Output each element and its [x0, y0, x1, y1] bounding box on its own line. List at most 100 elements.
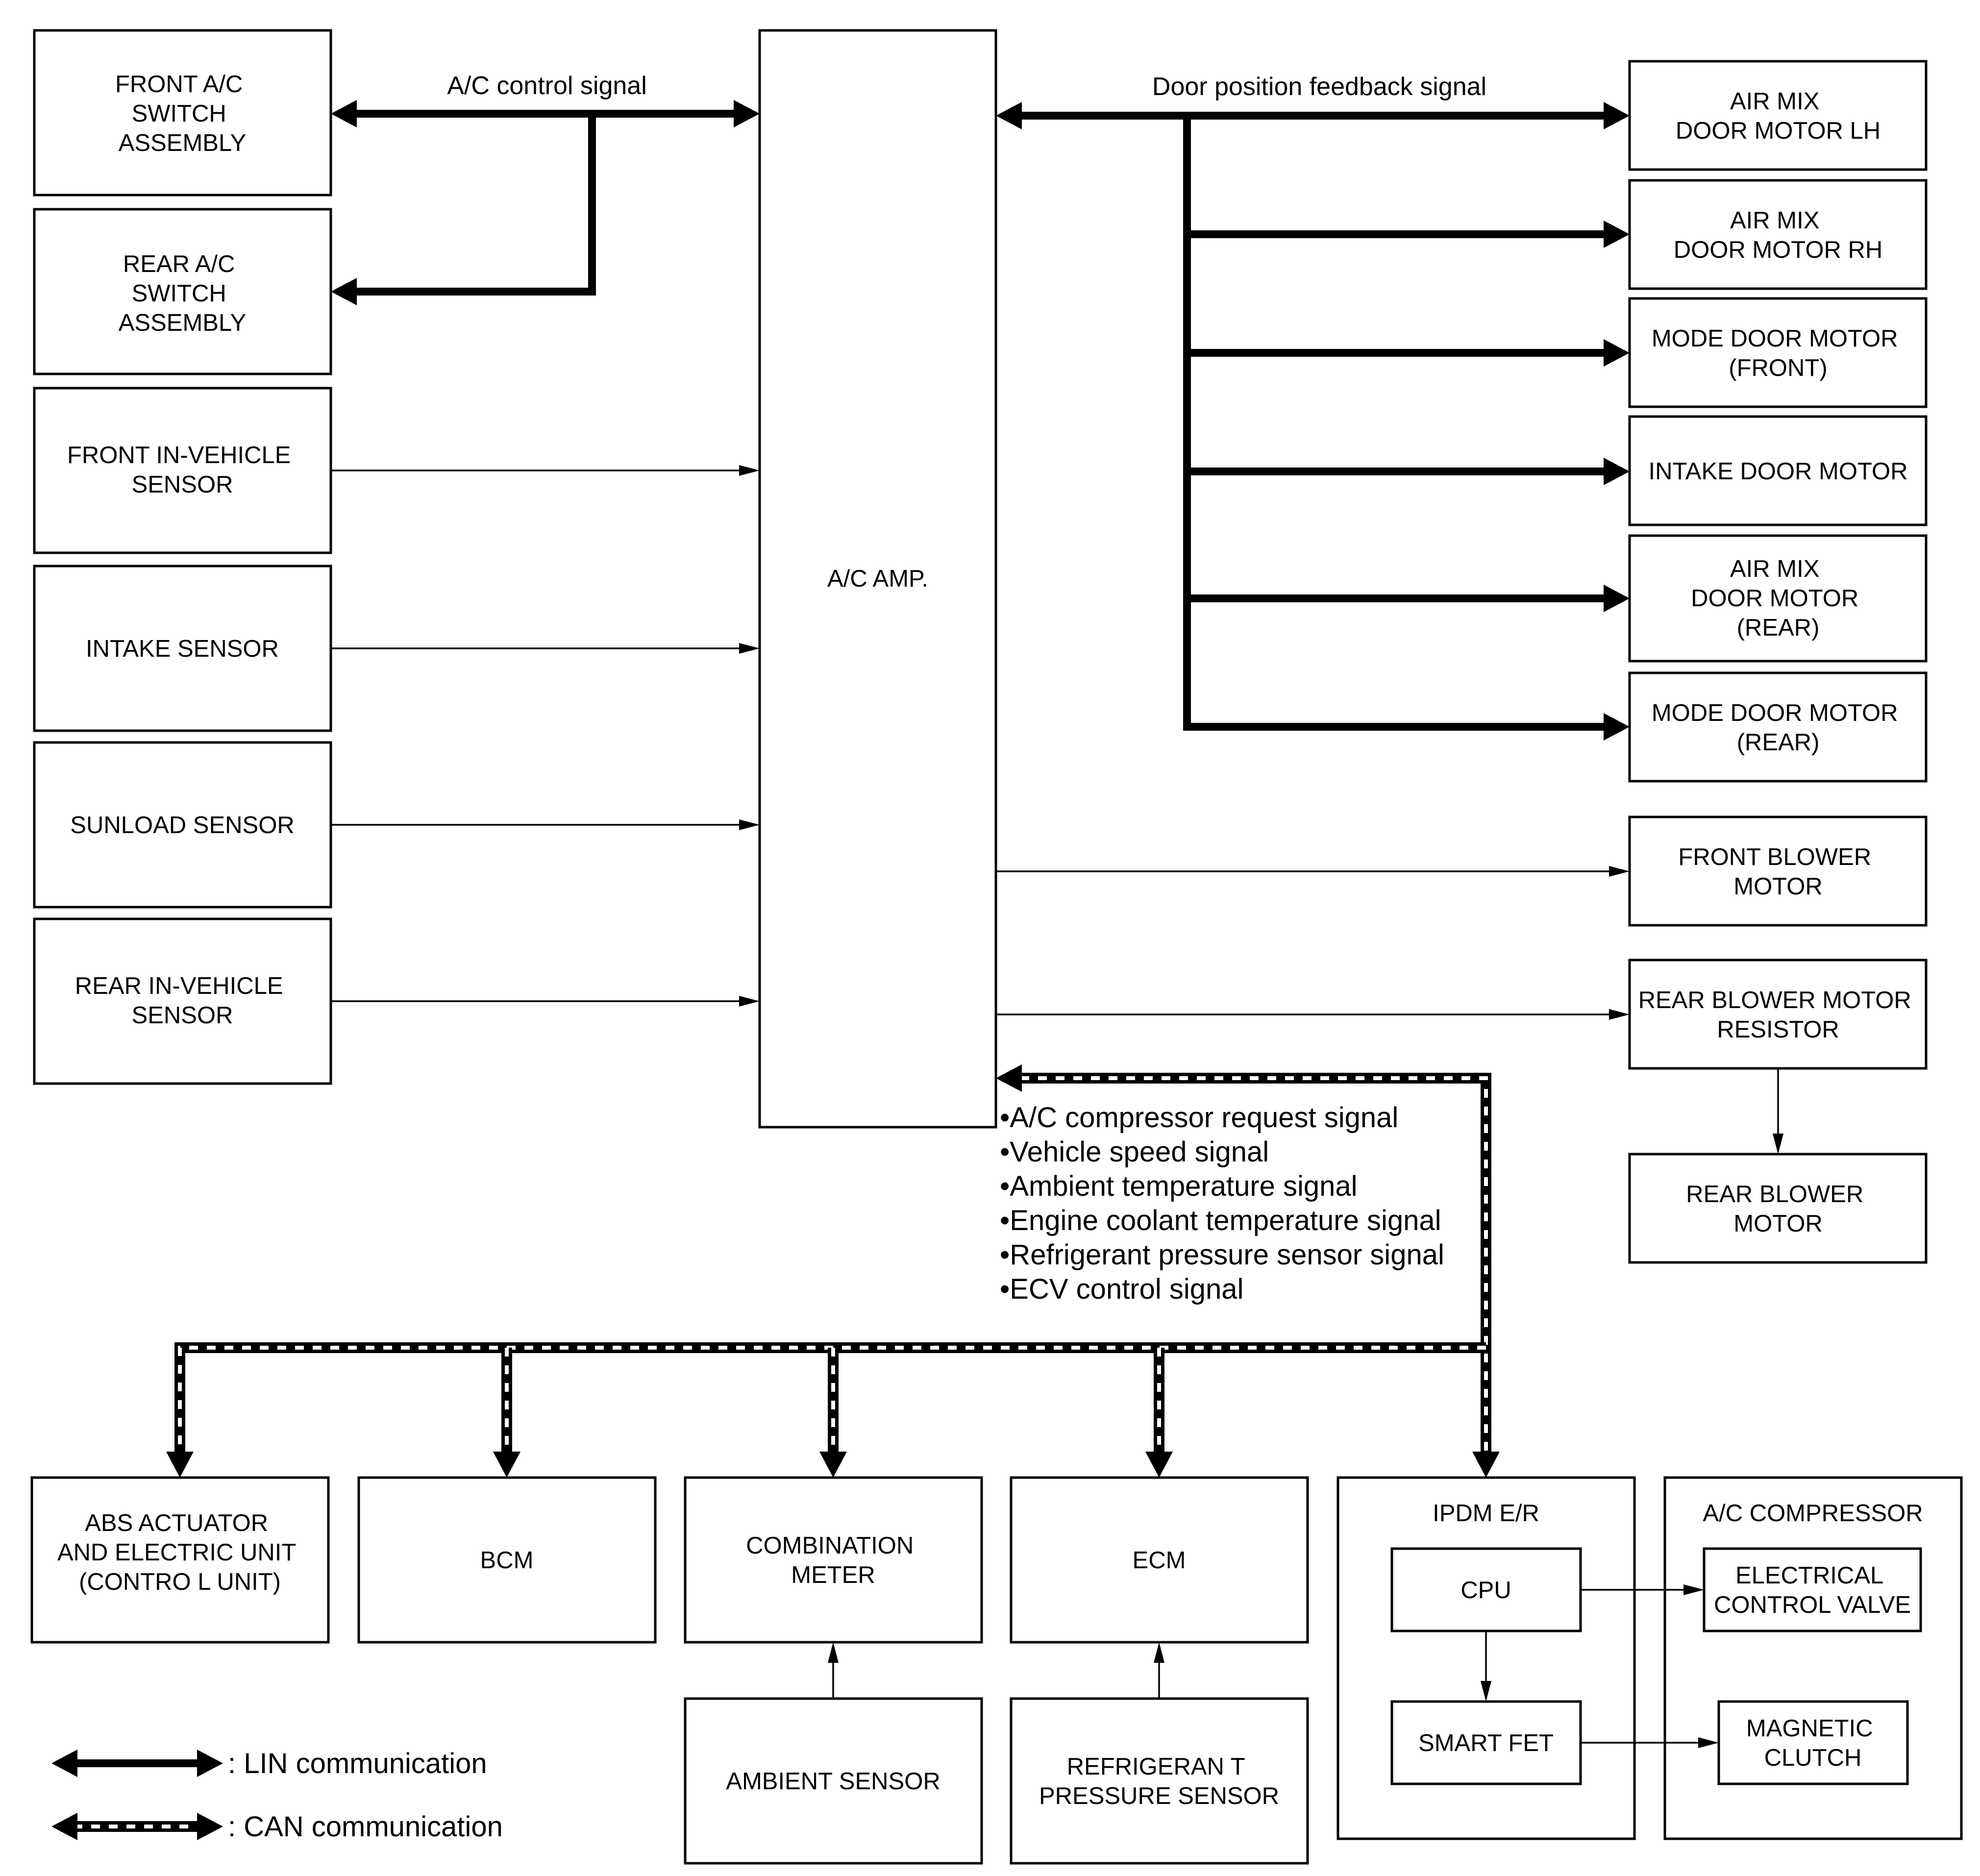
arrow-head [1683, 1584, 1704, 1595]
can-signal-item: •A/C compressor request signal [1000, 1102, 1398, 1134]
arrow-head [1472, 1452, 1500, 1478]
combination-meter-label: COMBINATION METER [746, 1532, 920, 1588]
front-ac-switch-label: FRONT A/C SWITCH ASSEMBLY [115, 71, 249, 156]
box-labels: FRONT A/C SWITCH ASSEMBLY REAR A/C SWITC… [57, 71, 1923, 1809]
arrow-head [1145, 1452, 1173, 1478]
lin-connections [331, 100, 1630, 741]
arrow-head [1154, 1642, 1164, 1663]
arrow-head [1773, 1134, 1783, 1154]
sunload-sensor-label: SUNLOAD SENSOR [70, 812, 294, 839]
arrow-head [996, 1064, 1022, 1092]
air-mix-door-motor-rear-box [1628, 534, 1928, 663]
boxes-layer [30, 29, 1963, 1865]
legend: : LIN communication : CAN communication [51, 1748, 503, 1843]
arrow-head [819, 1452, 847, 1478]
rear-blower-motor-box [1628, 1153, 1928, 1264]
ambient-sensor-box [684, 1697, 983, 1865]
arrow-head [1604, 713, 1630, 741]
bcm-label: BCM [480, 1547, 534, 1574]
smart-fet-box [1390, 1700, 1582, 1785]
arrow-head [197, 1813, 223, 1840]
arrow-head [197, 1750, 223, 1777]
can-signal-item: •Refrigerant pressure sensor signal [1000, 1239, 1444, 1271]
rear-blower-motor-resistor-label: REAR BLOWER MOTOR RESISTOR [1638, 987, 1918, 1043]
arrow-head [1698, 1737, 1719, 1748]
can-signal-item: •ECV control signal [1000, 1273, 1243, 1305]
intake-sensor-label: INTAKE SENSOR [86, 636, 279, 662]
combination-meter-box [684, 1476, 983, 1644]
bcm-box [357, 1476, 657, 1644]
arrow-head [739, 643, 760, 654]
air-mix-door-motor-rh-box [1628, 179, 1928, 290]
ecm-label: ECM [1133, 1547, 1186, 1574]
can-signal-list: •A/C compressor request signal •Vehicle … [1000, 1102, 1452, 1305]
refrigerant-pressure-sensor-label: REFRIGERAN T PRESSURE SENSOR [1039, 1753, 1279, 1809]
legend-lin-label: : LIN communication [228, 1748, 487, 1779]
arrow-head [1604, 102, 1630, 129]
ecm-box [1010, 1476, 1309, 1644]
smart-fet-label: SMART FET [1418, 1730, 1554, 1756]
can-signal-item: •Vehicle speed signal [1000, 1136, 1269, 1168]
arrow-head [996, 102, 1022, 129]
front-in-vehicle-sensor-label: FRONT IN-VEHICLE SENSOR [67, 442, 297, 498]
arrow-head [739, 819, 760, 830]
arrow-head [1604, 585, 1630, 612]
abs-actuator-box [30, 1476, 330, 1644]
rear-in-vehicle-sensor-box [33, 917, 332, 1085]
arrow-head [1609, 1009, 1630, 1020]
front-in-vehicle-sensor-box [33, 387, 332, 554]
rear-blower-motor-label: REAR BLOWER MOTOR [1686, 1181, 1870, 1237]
front-blower-motor-box [1628, 815, 1928, 927]
intake-door-motor-box [1628, 415, 1928, 526]
magnetic-clutch-box [1717, 1700, 1909, 1785]
ambient-sensor-label: AMBIENT SENSOR [726, 1768, 940, 1795]
electrical-control-valve-label: ELECTRICAL CONTROL VALVE [1714, 1562, 1911, 1618]
refrigerant-pressure-sensor-box [1010, 1697, 1309, 1865]
arrow-head [331, 100, 357, 127]
arrow-head [166, 1452, 194, 1478]
air-mix-door-motor-rh-label: AIR MIX DOOR MOTOR RH [1674, 207, 1882, 263]
front-blower-motor-label: FRONT BLOWER MOTOR [1678, 844, 1878, 900]
arrow-head [1604, 339, 1630, 367]
arrow-head [1609, 866, 1630, 877]
mode-door-motor-rear-box [1628, 671, 1928, 783]
lin-rear-switch-branch [353, 114, 596, 296]
thin-connections [331, 465, 1783, 1748]
ipdm-er-label: IPDM E/R [1433, 1500, 1539, 1527]
rear-ac-switch-assembly-box [33, 208, 332, 375]
arrow-head [739, 996, 760, 1007]
air-mix-door-motor-rear-label: AIR MIX DOOR MOTOR (REAR) [1691, 556, 1865, 641]
rear-in-vehicle-sensor-label: REAR IN-VEHICLE SENSOR [75, 973, 290, 1029]
cpu-label: CPU [1460, 1577, 1511, 1604]
can-connections [166, 1064, 1500, 1478]
arrow-head [1481, 1681, 1491, 1702]
mode-door-motor-front-box [1628, 297, 1928, 408]
air-mix-door-motor-lh-box [1628, 60, 1928, 171]
ac-amp-box [758, 29, 997, 1129]
arrow-head [493, 1452, 520, 1478]
intake-sensor-box [33, 565, 332, 732]
air-mix-door-motor-lh-label: AIR MIX DOOR MOTOR LH [1676, 88, 1881, 144]
ac-amp-label: A/C AMP. [827, 566, 928, 592]
mode-door-motor-front-label: MODE DOOR MOTOR (FRONT) [1652, 325, 1905, 381]
rear-ac-switch-label: REAR A/C SWITCH ASSEMBLY [119, 251, 247, 336]
legend-can-label: : CAN communication [228, 1811, 503, 1843]
arrow-head [734, 100, 760, 127]
arrow-head [51, 1750, 77, 1777]
sunload-sensor-box [33, 741, 332, 909]
ac-compressor-label: A/C COMPRESSOR [1703, 1500, 1923, 1527]
abs-actuator-label: ABS ACTUATOR AND ELECTRIC UNIT (CONTRO L… [57, 1510, 302, 1595]
arrow-head [51, 1813, 77, 1840]
arrow-head [739, 465, 760, 476]
cpu-box [1390, 1547, 1582, 1632]
mode-door-motor-rear-label: MODE DOOR MOTOR (REAR) [1652, 700, 1905, 756]
intake-door-motor-label: INTAKE DOOR MOTOR [1648, 458, 1907, 485]
door-position-feedback-signal-label: Door position feedback signal [1152, 73, 1486, 101]
arrow-head [1604, 458, 1630, 485]
can-signal-item: •Ambient temperature signal [1000, 1170, 1358, 1202]
magnetic-clutch-label: MAGNETIC CLUTCH [1746, 1715, 1880, 1771]
arrow-head [331, 278, 357, 305]
lin-door-feedback-trunk [1183, 116, 1608, 731]
can-signal-item: •Engine coolant temperature signal [1000, 1205, 1441, 1236]
